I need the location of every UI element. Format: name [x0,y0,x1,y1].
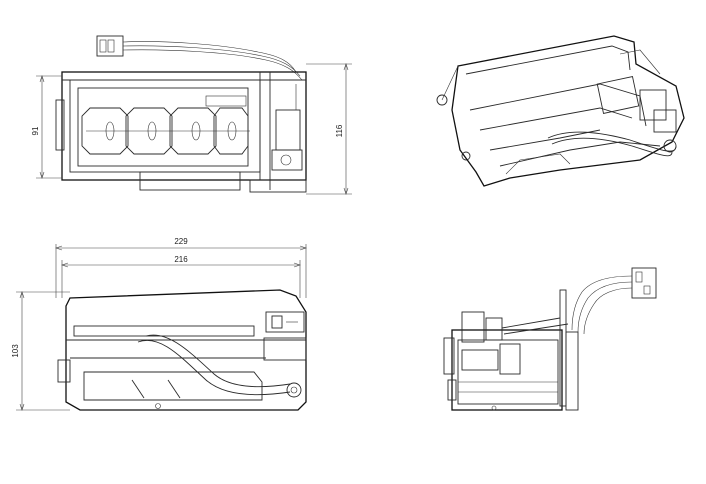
top-overall-height-dimension-label: 116 [335,124,344,137]
front-view: 229 216 103 [11,237,307,411]
front-inner-width-dimension-label: 216 [174,255,188,264]
top-view: 91 116 [31,35,352,195]
front-height-dimension-label: 103 [11,344,20,358]
ice-mold-cavities [81,95,250,155]
isometric-view [436,35,685,187]
side-view [443,267,657,411]
top-height-dimension-label: 91 [31,126,40,135]
front-overall-width-dimension-label: 229 [174,237,188,246]
